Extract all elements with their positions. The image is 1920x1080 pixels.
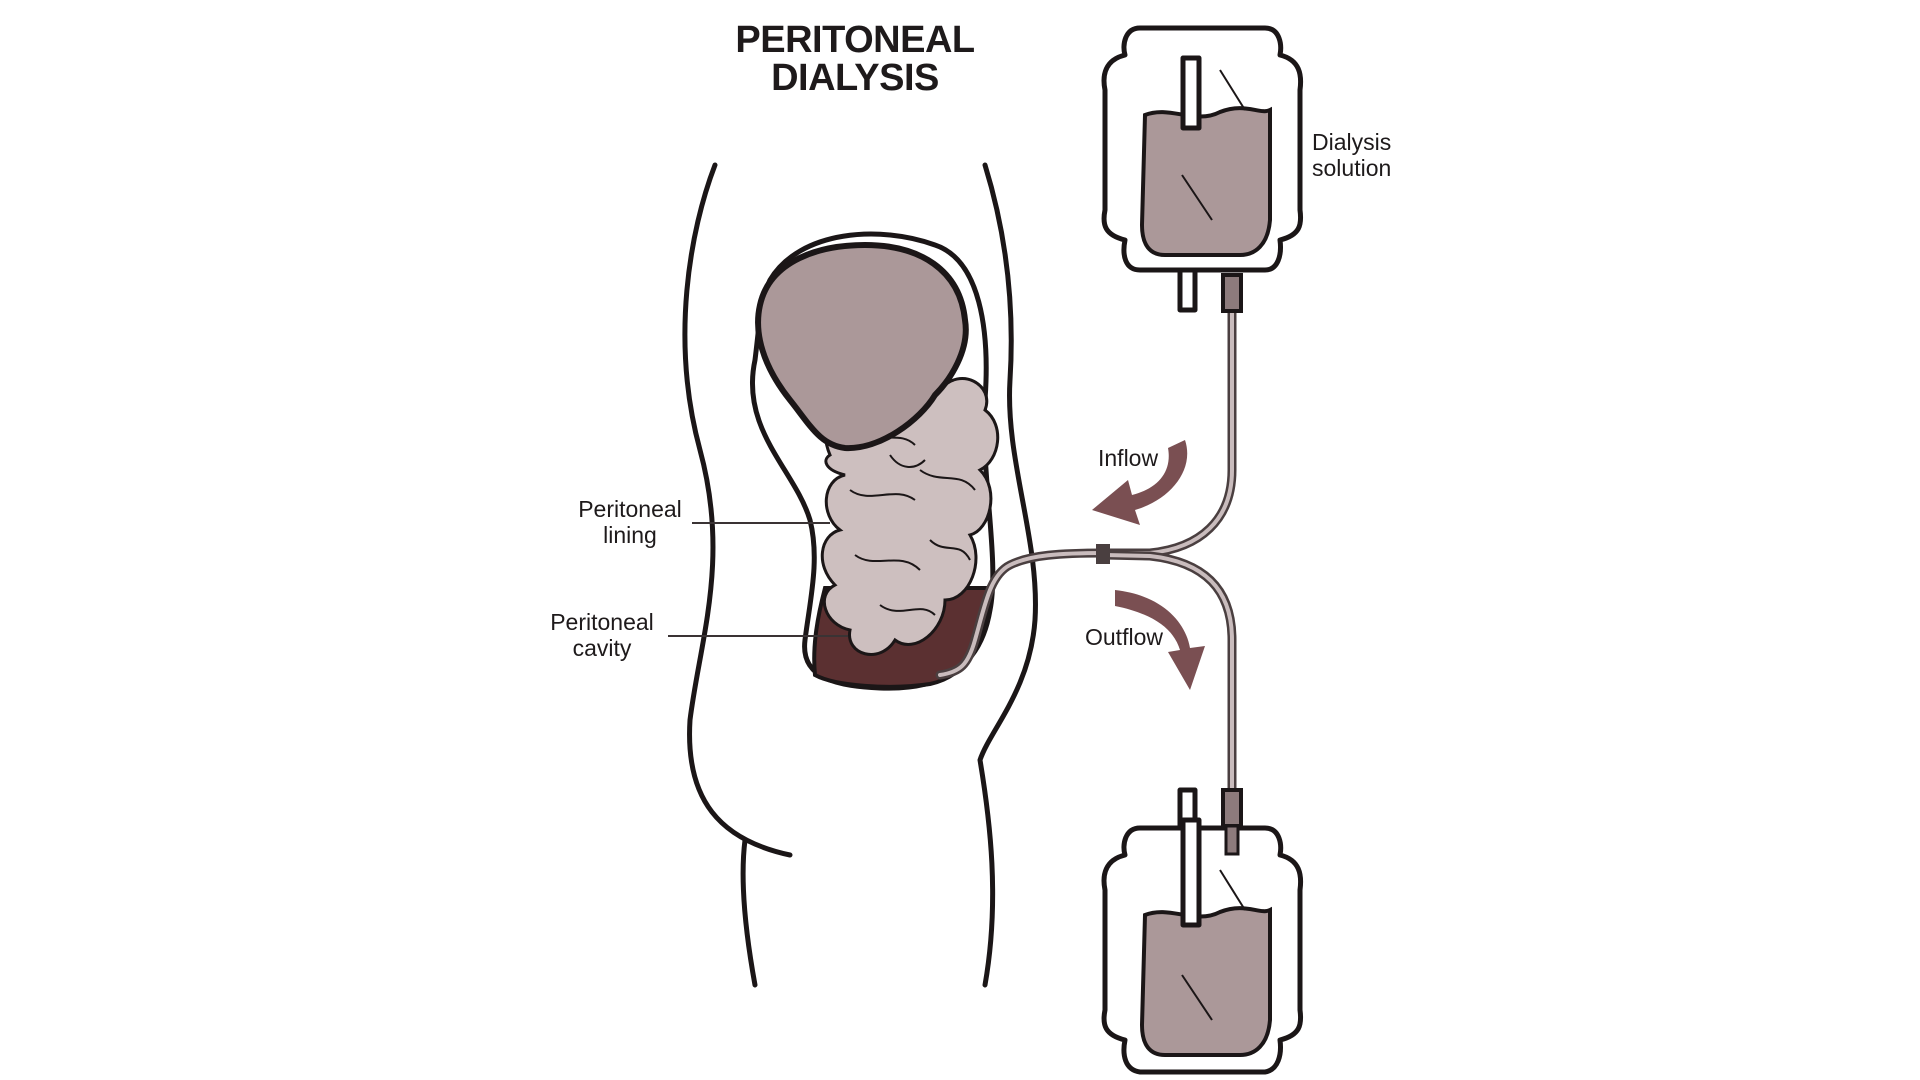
diagram-title: PERITONEAL DIALYSIS [735,19,975,99]
catheter-in-body-highlight [938,551,1107,677]
body-back-outline [977,162,1038,988]
intestine-fold-2 [849,489,916,501]
intestine-fold-6 [879,604,936,616]
label-dialysis-solution-line-2: solution [1312,155,1391,181]
outflow-arrow-shape [1115,590,1205,690]
body-silhouette [682,162,1038,988]
intestine-fold-3 [919,469,976,491]
label-peritoneal-lining-line-1: Peritoneal [578,496,682,522]
intestine-fold-7 [889,454,926,468]
label-peritoneal-cavity-line-2: cavity [573,635,632,661]
title-line-1: PERITONEAL [735,19,975,61]
bottom-bag-port-right [1221,788,1243,828]
intestine-fold-5 [929,539,971,561]
top-bag-port-left [1177,267,1198,313]
dialysis-solution-bag [1101,25,1304,313]
bottom-bag-inlet [1224,824,1240,856]
top-bag-vent-tube [1180,55,1202,131]
label-peritoneal-cavity: Peritoneal cavity [550,609,848,661]
outflow-arrow [1115,590,1205,690]
intestine-fold-4 [854,554,921,571]
body-front-outline [682,162,793,858]
top-bag-glare-1 [1219,69,1246,111]
bottom-bag-fluid [1139,906,1272,1057]
stomach-organ [755,241,969,452]
inflow-tube-highlight [1103,306,1234,555]
outflow-tube-highlight [1103,553,1234,802]
label-dialysis-solution: Dialysis solution [1312,129,1391,181]
bottom-bag-inner-tube [1180,817,1202,928]
top-bag-glare-2 [1181,174,1213,221]
inflow-arrow [1092,440,1188,525]
body-leg-front [740,837,758,988]
label-outflow: Outflow [1085,624,1163,650]
top-bag-port-right [1221,273,1243,313]
catheter-connector [1096,544,1110,564]
drainage-bag [1101,787,1304,1075]
label-peritoneal-lining-line-2: lining [603,522,657,548]
label-inflow: Inflow [1098,445,1158,471]
label-peritoneal-lining: Peritoneal lining [578,496,830,548]
label-dialysis-solution-line-1: Dialysis [1312,129,1391,155]
label-peritoneal-cavity-line-1: Peritoneal [550,609,654,635]
title-line-2: DIALYSIS [771,57,939,99]
bottom-bag-glare-1 [1219,869,1246,911]
top-bag-solution [1139,106,1272,257]
inflow-arrow-shape [1092,440,1188,525]
bottom-bag-glare-2 [1181,974,1213,1021]
